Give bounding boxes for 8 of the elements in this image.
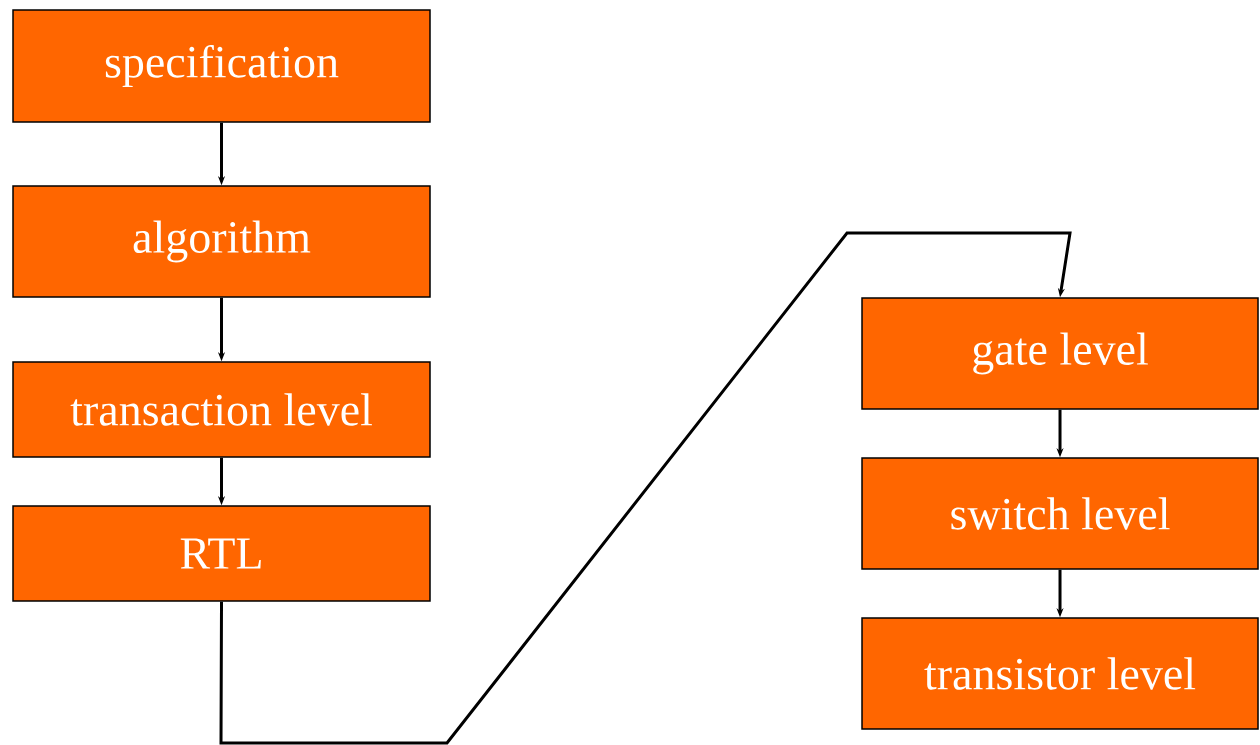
process-box: transaction level: [12, 361, 431, 458]
arrow: [219, 231, 1072, 745]
process-box: specification: [12, 9, 431, 123]
process-box: transistor level: [861, 617, 1259, 730]
process-box: algorithm: [12, 185, 431, 298]
process-box: RTL: [12, 505, 431, 602]
process-box: switch level: [861, 457, 1259, 570]
process-box: gate level: [861, 297, 1259, 410]
